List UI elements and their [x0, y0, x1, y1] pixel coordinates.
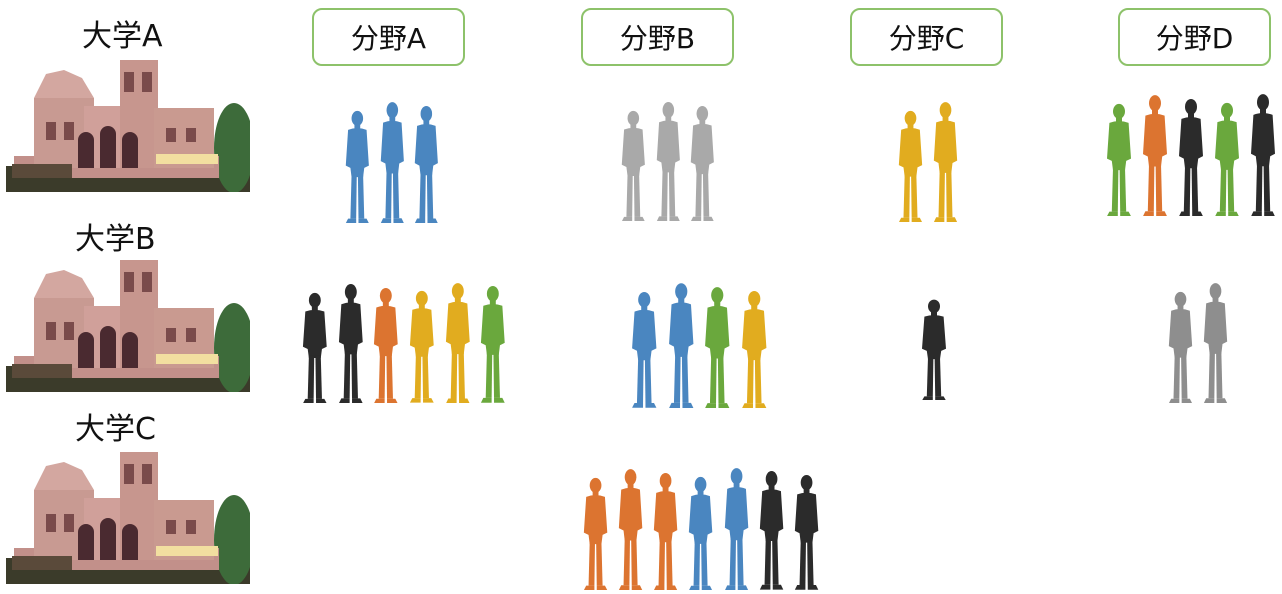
person-silhouette — [736, 288, 773, 408]
university-label-c: 大学C — [75, 412, 156, 447]
people-group-univ-a-field-c — [893, 95, 963, 222]
university-building-image — [6, 60, 250, 192]
field-label-b: 分野B — [619, 22, 696, 55]
people-group-univ-a-field-b — [616, 95, 720, 221]
person-silhouette — [648, 470, 683, 590]
person-silhouette — [333, 281, 369, 403]
person-silhouette — [375, 99, 410, 223]
university-label-b: 大学B — [75, 222, 156, 257]
person-silhouette — [409, 103, 444, 223]
university-building-image — [6, 452, 250, 584]
university-building-illustration — [6, 452, 250, 584]
person-silhouette — [1137, 92, 1173, 216]
field-box-d: 分野D — [1118, 8, 1271, 66]
people-group-univ-b-field-b — [626, 276, 772, 408]
person-silhouette — [297, 290, 333, 403]
people-group-univ-b-field-a — [297, 277, 511, 403]
person-silhouette — [651, 99, 686, 221]
person-silhouette — [1198, 280, 1233, 403]
person-silhouette — [663, 280, 700, 408]
person-silhouette — [893, 108, 928, 222]
field-box-c: 分野C — [850, 8, 1003, 66]
field-label-c: 分野C — [888, 22, 965, 55]
field-label-a: 分野A — [350, 22, 427, 55]
person-silhouette — [1101, 101, 1137, 216]
person-silhouette — [719, 465, 754, 590]
person-silhouette — [340, 108, 375, 223]
university-building-image — [6, 260, 250, 392]
person-silhouette — [683, 474, 718, 590]
field-label-d: 分野D — [1155, 22, 1234, 55]
person-silhouette — [440, 280, 476, 403]
person-silhouette — [1173, 96, 1209, 216]
person-silhouette — [1245, 91, 1281, 216]
person-silhouette — [754, 468, 789, 590]
person-silhouette — [475, 283, 511, 403]
person-silhouette — [916, 297, 952, 400]
people-group-univ-b-field-c — [916, 285, 952, 400]
person-silhouette — [699, 284, 736, 408]
person-silhouette — [404, 288, 440, 403]
field-box-a: 分野A — [312, 8, 465, 66]
person-silhouette — [1163, 289, 1198, 403]
people-group-univ-a-field-a — [340, 95, 444, 223]
person-silhouette — [613, 466, 648, 590]
people-group-univ-a-field-d — [1101, 88, 1281, 216]
university-building-illustration — [6, 260, 250, 392]
people-group-univ-b-field-d — [1163, 276, 1233, 403]
person-silhouette — [626, 289, 663, 408]
person-silhouette — [368, 285, 404, 403]
field-box-b: 分野B — [581, 8, 734, 66]
people-group-univ-c-field-b — [578, 462, 824, 590]
university-building-illustration — [6, 60, 250, 192]
person-silhouette — [789, 472, 824, 590]
person-silhouette — [1209, 100, 1245, 216]
person-silhouette — [616, 108, 651, 221]
university-label-a: 大学A — [82, 19, 163, 54]
person-silhouette — [685, 103, 720, 221]
person-silhouette — [578, 475, 613, 590]
person-silhouette — [928, 99, 963, 222]
